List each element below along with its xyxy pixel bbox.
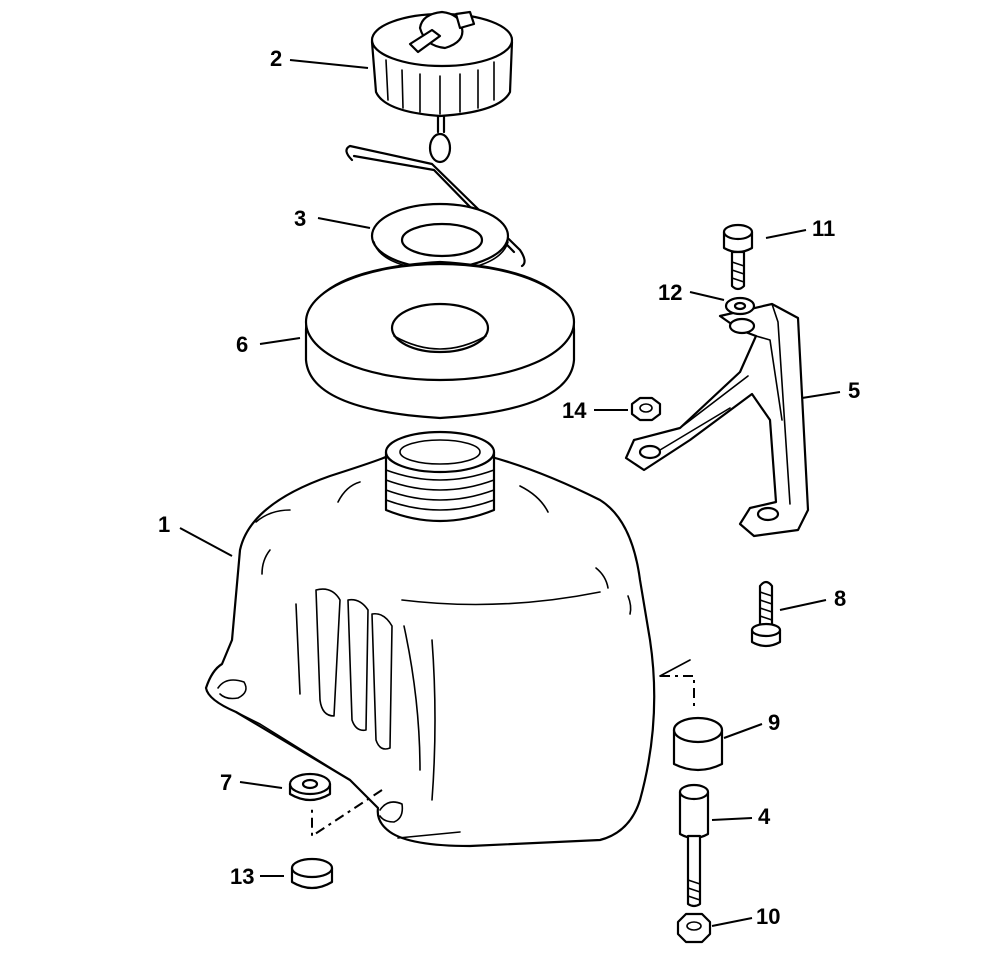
callout-5: 5 (848, 378, 860, 403)
leader-9 (723, 723, 763, 739)
part-rubber-mount-9 (672, 716, 724, 772)
callout-14: 14 (562, 398, 587, 423)
callout-12: 12 (658, 280, 682, 305)
callout-labels: 1 2 3 4 5 6 7 8 9 10 11 12 13 14 (158, 46, 860, 929)
part-fuel-tank (204, 430, 691, 848)
part-gasket (370, 202, 510, 273)
part-nut-14 (630, 396, 662, 422)
part-bracket (624, 302, 810, 538)
callout-11: 11 (812, 216, 835, 241)
part-nut-10 (676, 912, 712, 944)
callout-2: 2 (270, 46, 282, 71)
callout-1: 1 (158, 512, 170, 537)
leader-11 (765, 229, 807, 239)
callout-6: 6 (236, 332, 248, 357)
alignment-line-left (311, 789, 383, 838)
leader-5 (801, 391, 841, 399)
part-washer-12 (724, 296, 756, 316)
part-washer-7 (288, 772, 332, 802)
leader-8 (779, 599, 827, 611)
part-stud-4 (678, 783, 710, 908)
part-fuel-cap (370, 10, 514, 164)
leader-4 (711, 817, 753, 821)
leader-12 (689, 291, 725, 301)
alignment-line-right (660, 675, 695, 706)
callout-13: 13 (230, 864, 254, 889)
callout-7: 7 (220, 770, 232, 795)
callout-3: 3 (294, 206, 306, 231)
callout-9: 9 (768, 710, 780, 735)
part-screw-8 (750, 580, 782, 648)
callout-4: 4 (758, 804, 771, 829)
leader-lines (179, 59, 841, 927)
leader-10 (711, 917, 753, 927)
leader-2 (289, 59, 369, 69)
callout-8: 8 (834, 586, 846, 611)
part-bolt-11 (722, 223, 754, 291)
leader-6 (259, 337, 301, 345)
part-seal-disc (304, 260, 576, 420)
part-grommet-13 (290, 857, 334, 890)
leader-3 (317, 217, 371, 229)
leader-7 (239, 781, 283, 789)
callout-10: 10 (756, 904, 780, 929)
leader-1 (179, 527, 233, 557)
